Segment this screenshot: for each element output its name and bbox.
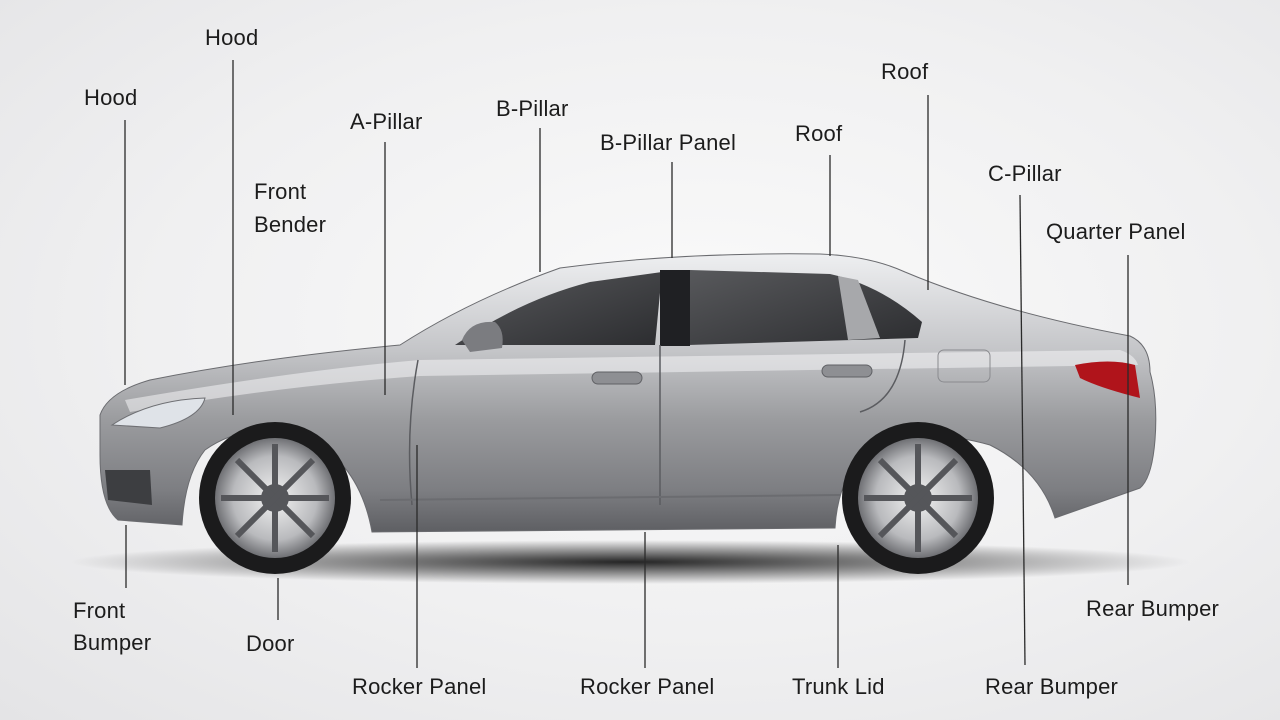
label-front-bender-2: Bender xyxy=(254,212,327,237)
front-door-handle xyxy=(591,371,643,385)
label-front-bender-1: Front xyxy=(254,179,307,204)
label-roof-mid: Roof xyxy=(795,121,843,146)
label-rear-bumper-right: Rear Bumper xyxy=(1086,596,1220,621)
taillight xyxy=(1075,361,1140,398)
label-trunk-lid: Trunk Lid xyxy=(792,674,885,699)
label-c-pillar: C-Pillar xyxy=(988,161,1062,186)
front-window xyxy=(455,272,662,345)
rear-door-line xyxy=(859,339,906,413)
label-rear-bumper-bottom: Rear Bumper xyxy=(985,674,1119,699)
c-pillar-shape xyxy=(838,276,880,340)
label-rocker-panel-2: Rocker Panel xyxy=(580,674,715,699)
label-b-pillar-panel: B-Pillar Panel xyxy=(600,130,737,155)
label-front-bumper-2: Bumper xyxy=(73,630,152,655)
label-b-pillar: B-Pillar xyxy=(496,96,569,121)
label-quarter-panel: Quarter Panel xyxy=(1046,219,1186,244)
b-pillar-shape xyxy=(660,270,690,346)
headlight xyxy=(110,397,206,429)
label-a-pillar: A-Pillar xyxy=(350,109,423,134)
shoulder-highlight xyxy=(125,350,1138,412)
side-mirror xyxy=(462,321,503,352)
leader-c-pillar xyxy=(1019,194,1026,666)
front-grille xyxy=(105,470,152,505)
front-door-line xyxy=(408,359,419,506)
label-door: Door xyxy=(246,631,295,656)
label-roof-top: Roof xyxy=(881,59,929,84)
rocker-line xyxy=(379,494,841,501)
rear-wheel xyxy=(842,422,994,574)
label-hood-top: Hood xyxy=(205,25,259,50)
fuel-door xyxy=(937,349,991,383)
label-rocker-panel-1: Rocker Panel xyxy=(352,674,487,699)
front-wheel xyxy=(199,422,351,574)
label-front-bumper-1: Front xyxy=(73,598,126,623)
label-hood-left: Hood xyxy=(84,85,138,110)
rear-door-handle xyxy=(821,364,873,378)
